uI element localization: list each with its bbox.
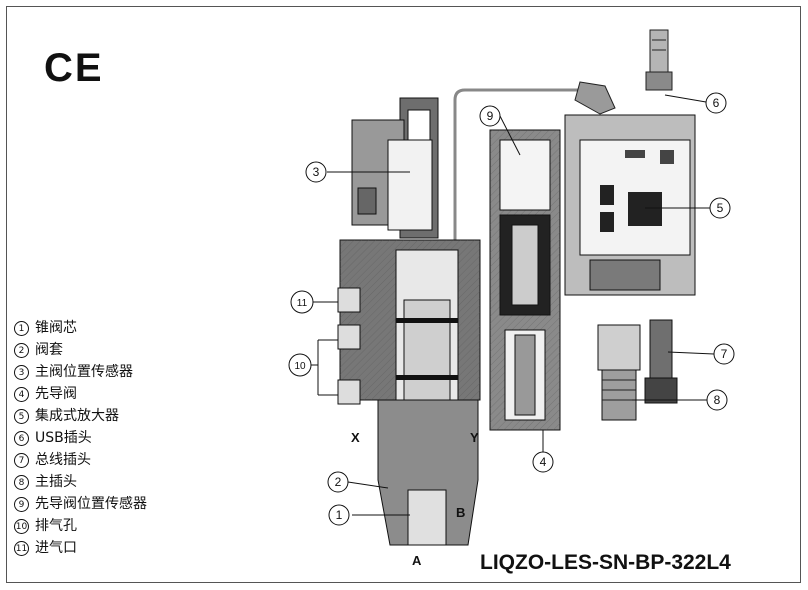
- callout-5-label: 5: [717, 201, 724, 215]
- pilot-valve: [489, 129, 561, 431]
- legend-item: 11 进气口: [14, 537, 147, 559]
- legend-number: 8: [14, 474, 29, 490]
- legend-item: 3 主阀位置传感器: [14, 361, 147, 383]
- callout-2-label: 2: [335, 475, 342, 489]
- legend-item: 8 主插头: [14, 471, 147, 493]
- bus-connector: [644, 319, 678, 404]
- callout-11: 11: [290, 290, 314, 314]
- legend-text: 主插头: [35, 474, 77, 490]
- legend-number: 7: [14, 452, 29, 468]
- legend-item: 10 排气孔: [14, 515, 147, 537]
- port-x-label: X: [351, 430, 360, 445]
- ce-mark: CE: [44, 46, 104, 90]
- legend-number: 5: [14, 408, 29, 424]
- legend-number: 11: [14, 540, 29, 556]
- callout-10: 10: [288, 353, 312, 377]
- legend-number: 9: [14, 496, 29, 512]
- page-frame: [6, 6, 801, 583]
- model-number: LIQZO-LES-SN-BP-322L4: [480, 551, 731, 574]
- legend-number: 6: [14, 430, 29, 446]
- callout-5: 5: [709, 197, 731, 219]
- usb-plug: [574, 81, 616, 115]
- legend-text: 先导阀位置传感器: [35, 496, 147, 512]
- callout-6-label: 6: [713, 96, 720, 110]
- legend-number: 1: [14, 320, 29, 336]
- legend-text: 集成式放大器: [35, 408, 119, 424]
- legend-number: 2: [14, 342, 29, 358]
- main-valve-sensor: [351, 97, 439, 239]
- main-valve-body: [337, 239, 481, 546]
- callout-6: 6: [705, 92, 727, 114]
- port-b-label: B: [456, 505, 465, 520]
- callout-7: 7: [713, 343, 735, 365]
- usb-connector: [645, 29, 673, 91]
- legend-text: 锥阀芯: [35, 320, 77, 336]
- callout-4: 4: [532, 451, 554, 473]
- callout-1: 1: [328, 504, 350, 526]
- legend-number: 3: [14, 364, 29, 380]
- callout-3: 3: [305, 161, 327, 183]
- integrated-amplifier: [564, 114, 696, 296]
- legend-text: USB插头: [35, 430, 92, 446]
- callout-1-label: 1: [336, 508, 343, 522]
- legend-text: 进气口: [35, 540, 77, 556]
- legend-number: 10: [14, 518, 29, 534]
- legend-number: 4: [14, 386, 29, 402]
- legend-item: 6 USB插头: [14, 427, 147, 449]
- legend-text: 总线插头: [35, 452, 91, 468]
- legend-text: 先导阀: [35, 386, 77, 402]
- legend-text: 阀套: [35, 342, 63, 358]
- legend-item: 4 先导阀: [14, 383, 147, 405]
- callout-11-label: 11: [297, 298, 308, 309]
- legend-text: 排气孔: [35, 518, 77, 534]
- port-y-label: Y: [470, 430, 479, 445]
- callout-leaders: [311, 94, 715, 516]
- callout-9-label: 9: [487, 109, 494, 123]
- callout-4-label: 4: [540, 455, 547, 469]
- callout-10-label: 10: [294, 361, 306, 372]
- legend-item: 9 先导阀位置传感器: [14, 493, 147, 515]
- legend-text: 主阀位置传感器: [35, 364, 133, 380]
- callout-3-label: 3: [313, 165, 320, 179]
- legend-item: 2 阀套: [14, 339, 147, 361]
- callout-8: 8: [706, 389, 728, 411]
- legend-item: 1 锥阀芯: [14, 317, 147, 339]
- usb-cable: [453, 88, 585, 240]
- callout-8-label: 8: [714, 393, 721, 407]
- legend-item: 5 集成式放大器: [14, 405, 147, 427]
- callout-2: 2: [327, 471, 349, 493]
- port-a-label: A: [412, 553, 422, 568]
- callout-7-label: 7: [721, 347, 728, 361]
- legend-item: 7 总线插头: [14, 449, 147, 471]
- callout-9: 9: [479, 105, 501, 127]
- main-connector: [597, 324, 641, 421]
